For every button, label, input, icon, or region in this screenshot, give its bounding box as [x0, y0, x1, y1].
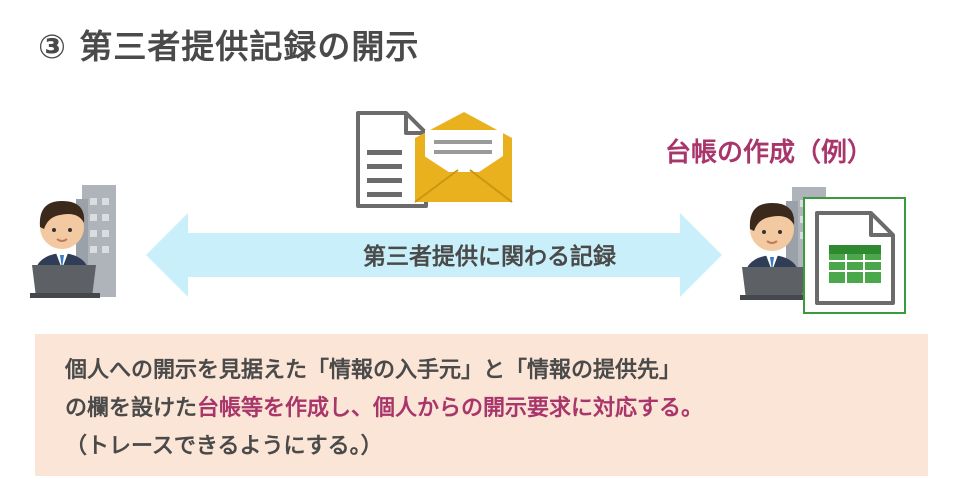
document-envelope-icon — [356, 111, 513, 208]
envelope-icon — [414, 112, 513, 203]
arrow-label: 第三者提供に関わる記録 — [363, 244, 616, 270]
note-line-3: （トレースできるようにする。） — [65, 434, 383, 459]
spreadsheet-icon — [803, 197, 906, 314]
note-box: 個人への開示を見据えた「情報の入手元」と「情報の提供先」 の欄を設けた台帳等を作… — [35, 334, 928, 476]
ledger-example-label: 台帳の作成（例） — [665, 138, 874, 168]
laptop-icon — [30, 265, 100, 298]
laptop-icon — [740, 267, 810, 300]
note-line-1: 個人への開示を見据えた「情報の入手元」と「情報の提供先」 — [65, 358, 682, 383]
left-person-building-icon — [30, 185, 116, 298]
note-line-2-prefix: の欄を設けた — [65, 396, 198, 421]
note-line-2: の欄を設けた台帳等を作成し、個人からの開示要求に対応する。 — [65, 390, 703, 422]
note-line-2-highlight: 台帳等を作成し、個人からの開示要求に対応する。 — [197, 396, 704, 421]
double-arrow — [146, 213, 722, 297]
page-title: ③ 第三者提供記録の開示 — [38, 27, 420, 66]
